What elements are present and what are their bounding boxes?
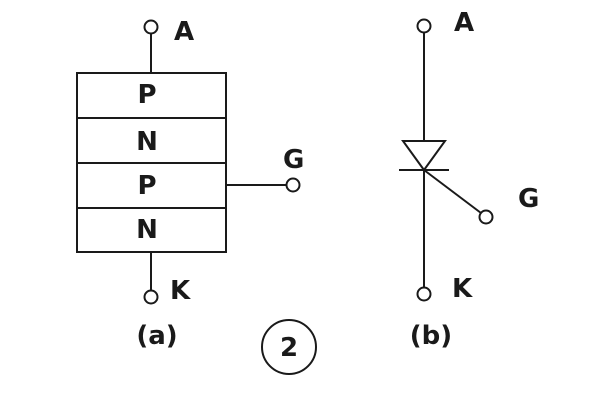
caption-b: (b) <box>410 321 452 351</box>
caption-a: (a) <box>136 321 177 351</box>
figure-number-badge: 2 <box>261 319 317 375</box>
anode-label-b: A <box>454 8 474 38</box>
cathode-terminal-a <box>143 289 159 305</box>
figure-number: 2 <box>280 333 298 363</box>
anode-terminal-a <box>143 19 159 35</box>
layer-label-3: P <box>137 171 156 201</box>
anode-terminal-b <box>416 18 432 34</box>
layer-box-2 <box>76 117 227 164</box>
gate-label-b: G <box>518 184 539 214</box>
gate-terminal-a <box>285 177 301 193</box>
figure-number-circle <box>261 319 317 375</box>
thyristor-symbol-diagram: A K G (b) <box>399 8 539 351</box>
cathode-label-a: K <box>170 276 191 306</box>
gate-terminal-b <box>478 209 494 225</box>
cathode-label-b: K <box>452 274 473 304</box>
cathode-terminal-b <box>416 286 432 302</box>
anode-label-a: A <box>174 17 194 47</box>
gate-label-a: G <box>283 145 304 175</box>
gate-lead-b <box>423 169 482 214</box>
layer-label-4: N <box>136 215 158 245</box>
layer-label-2: N <box>136 127 158 157</box>
layer-label-1: P <box>137 80 156 110</box>
layer-structure-diagram: A P N P N G K (a) <box>76 17 304 351</box>
diode-triangle <box>401 140 447 172</box>
